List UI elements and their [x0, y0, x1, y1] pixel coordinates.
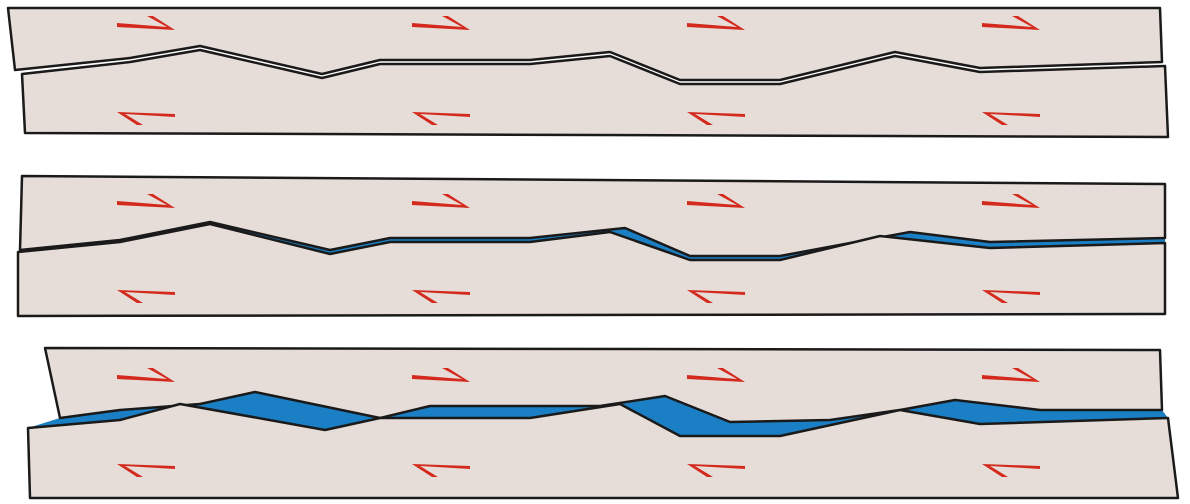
left-arrow-icon — [117, 112, 175, 125]
right-arrow-icon — [117, 368, 175, 382]
right-arrow-icon — [412, 16, 470, 30]
left-arrow-icon — [982, 464, 1040, 477]
lower-block-2 — [16, 222, 1167, 318]
left-arrow-icon — [687, 464, 745, 477]
right-arrow-icon — [982, 194, 1040, 208]
right-arrow-icon — [412, 194, 470, 208]
upper-block-1 — [6, 6, 1164, 82]
right-arrow-icon — [687, 194, 745, 208]
lower-block-1 — [20, 48, 1170, 139]
right-arrow-icon — [117, 194, 175, 208]
right-arrow-icon — [117, 16, 175, 30]
left-arrow-icon — [117, 290, 175, 303]
right-arrow-icon — [982, 16, 1040, 30]
left-arrow-icon — [687, 290, 745, 303]
right-arrow-icon — [687, 368, 745, 382]
left-arrow-icon — [982, 290, 1040, 303]
opening-gap-3 — [28, 392, 1168, 436]
right-arrow-icon — [412, 368, 470, 382]
left-arrow-icon — [687, 112, 745, 125]
right-arrow-icon — [687, 16, 745, 30]
lower-block-3 — [26, 402, 1180, 500]
left-arrow-icon — [982, 112, 1040, 125]
left-arrow-icon — [412, 290, 470, 303]
left-arrow-icon — [117, 464, 175, 477]
left-arrow-icon — [412, 112, 470, 125]
left-arrow-icon — [412, 464, 470, 477]
right-arrow-icon — [982, 368, 1040, 382]
